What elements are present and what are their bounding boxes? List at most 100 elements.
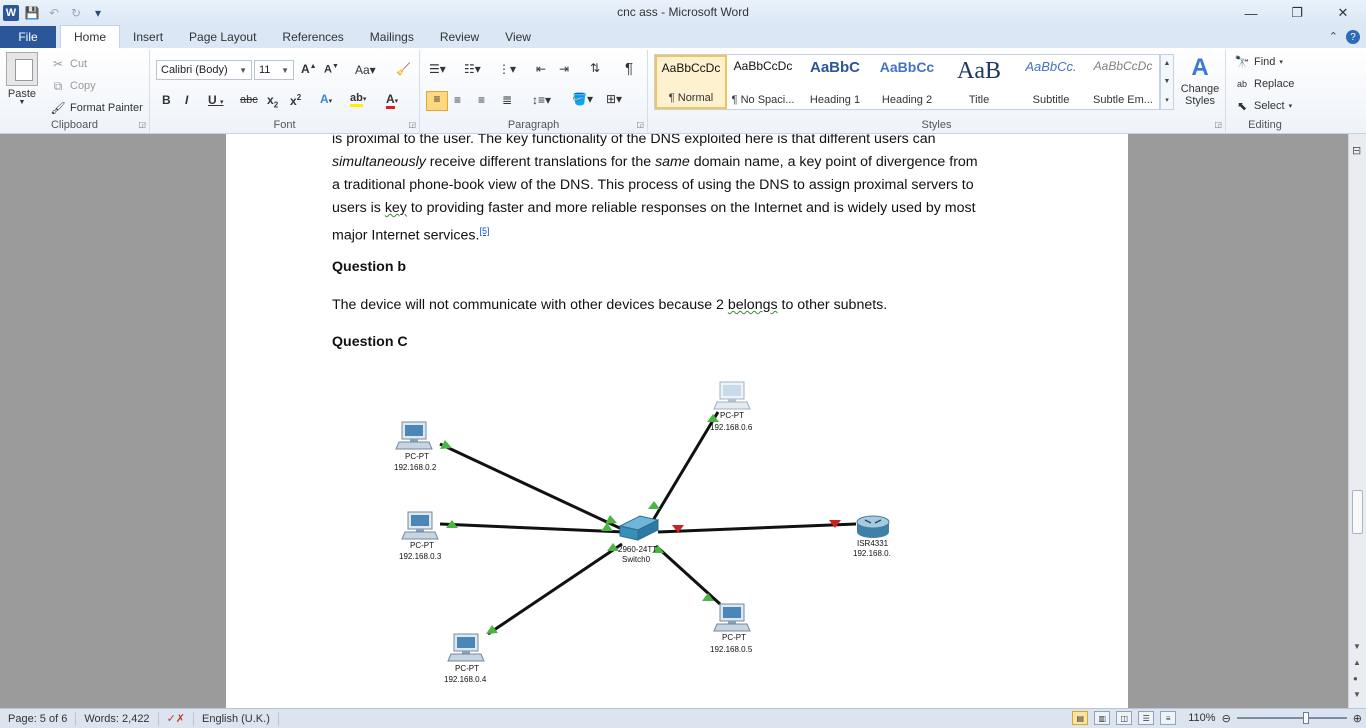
tab-file[interactable]: File [0,26,56,48]
page-count[interactable]: Page: 5 of 6 [0,711,77,726]
outline-view-icon[interactable]: ☰ [1138,711,1155,725]
clear-formatting-icon[interactable]: 🧹 [396,62,411,76]
font-size-combo[interactable]: 11▼ [254,60,294,80]
align-left-icon[interactable]: ≡ [426,91,448,111]
print-layout-view-icon[interactable]: ▤ [1072,711,1089,725]
zoom-out-icon[interactable]: ⊖ [1221,712,1231,725]
ruler-toggle-icon[interactable]: ⊟ [1352,145,1362,157]
style-subtitle[interactable]: AaBbCc. Subtitle [1025,59,1077,106]
footnote-link[interactable]: [5] [479,226,490,236]
dialog-launcher-icon[interactable]: ◲ [1214,120,1222,129]
pc-icon[interactable] [447,633,485,662]
style-no-spacing[interactable]: AaBbCcDc ¶ No Spaci... [731,59,795,106]
style-normal[interactable]: AaBbCcDc ¶ Normal [655,55,727,109]
paste-button[interactable]: Paste ▼ [6,52,38,106]
pc-icon[interactable] [713,381,751,410]
vertical-scrollbar[interactable]: ⊟ ▼ ▲ ● ▼ [1348,134,1366,708]
close-icon[interactable]: ✕ [1337,5,1349,20]
dialog-launcher-icon[interactable]: ◲ [138,120,146,129]
restore-icon[interactable]: ❐ [1291,5,1303,20]
align-right-icon[interactable]: ≡ [478,93,486,107]
font-family-combo[interactable]: Calibri (Body)▼ [156,60,252,80]
customize-qat-icon[interactable]: ▾ [94,6,102,20]
grow-font-icon[interactable]: A▲ [301,62,317,76]
undo-icon[interactable]: ↶ [48,6,60,20]
select-button[interactable]: ⬉Select▾ [1234,98,1292,114]
increase-indent-icon[interactable]: ⇥ [559,62,570,76]
pc-icon[interactable] [713,603,751,632]
tab-view[interactable]: View [505,30,531,44]
chevron-down-icon[interactable]: ▼ [1163,77,1171,85]
text-effects-icon[interactable]: A▾ [320,92,333,106]
find-button[interactable]: 🔭Find▾ [1234,55,1283,69]
style-subtle-emphasis[interactable]: AaBbCcDc Subtle Em... [1093,59,1153,106]
shading-icon[interactable]: 🪣▾ [572,92,593,106]
style-heading-1[interactable]: AaBbC Heading 1 [809,59,861,106]
word-count[interactable]: Words: 2,422 [76,711,159,726]
draft-view-icon[interactable]: ≡ [1160,711,1177,725]
redo-icon[interactable]: ↻ [70,6,82,20]
align-center-icon[interactable]: ≡ [454,93,462,107]
bullets-icon[interactable]: ☰▾ [429,62,446,76]
tab-mailings[interactable]: Mailings [369,30,414,44]
change-case-icon[interactable]: Aa▾ [355,63,376,77]
italic-icon[interactable]: I [185,93,189,107]
line-spacing-icon[interactable]: ↕≡▾ [532,93,552,107]
chevron-up-icon[interactable]: ▲ [1163,60,1171,68]
pc-icon[interactable] [395,421,433,450]
switch-icon[interactable] [618,515,660,541]
browse-object-icon[interactable]: ● [1353,674,1358,683]
subscript-icon[interactable]: x2 [267,93,279,110]
shrink-font-icon[interactable]: A▼ [324,63,339,76]
strikethrough-icon[interactable]: abc [240,94,258,106]
font-color-icon[interactable]: A▾ [386,92,398,109]
previous-page-icon[interactable]: ▲ [1353,658,1361,667]
copy-button[interactable]: ⧉Copy [50,78,96,94]
word-app-icon[interactable]: W [3,5,19,21]
style-title[interactable]: AaB Title [957,59,1001,106]
underline-icon[interactable]: U ▾ [208,93,224,107]
tab-references[interactable]: References [282,30,344,44]
minimize-ribbon-icon[interactable]: ⌃ [1328,31,1338,43]
scrollbar-thumb[interactable] [1352,490,1363,534]
highlight-icon[interactable]: ab▾ [350,92,366,107]
zoom-in-icon[interactable]: ⊕ [1352,712,1362,725]
cut-button[interactable]: ✂Cut [50,56,87,72]
next-page-icon[interactable]: ▼ [1353,690,1361,699]
full-screen-reading-icon[interactable]: ▥ [1094,711,1111,725]
proofing-icon[interactable]: ✓✗ [159,711,194,726]
language-indicator[interactable]: English (U.K.) [194,711,279,726]
multilevel-list-icon[interactable]: ⋮▾ [498,62,517,76]
superscript-icon[interactable]: x2 [290,93,302,108]
tab-home[interactable]: Home [60,25,121,48]
help-icon[interactable]: ? [1346,30,1360,44]
zoom-slider-knob[interactable] [1302,712,1309,724]
document-page[interactable]: is proximal to the user. The key functio… [226,134,1128,708]
style-heading-2[interactable]: AaBbCc Heading 2 [879,59,935,106]
web-layout-icon[interactable]: ◫ [1116,711,1133,725]
styles-gallery-scroll[interactable]: ▲ ▼ ▾ [1160,54,1174,110]
save-icon[interactable]: 💾 [24,6,40,20]
format-painter-button[interactable]: 🖌Format Painter [50,101,143,115]
scroll-down-icon[interactable]: ▼ [1353,642,1361,651]
router-icon[interactable] [856,515,890,538]
borders-icon[interactable]: ⊞▾ [606,92,623,106]
zoom-slider[interactable] [1236,712,1347,724]
minimize-icon[interactable]: — [1244,5,1258,21]
show-formatting-icon[interactable]: ¶ [625,60,634,77]
dialog-launcher-icon[interactable]: ◲ [636,120,644,129]
tab-review[interactable]: Review [439,30,480,44]
numbering-icon[interactable]: ☷▾ [464,62,481,76]
zoom-level[interactable]: 110% [1188,712,1216,724]
decrease-indent-icon[interactable]: ⇤ [536,62,547,76]
bold-icon[interactable]: B [162,93,171,107]
sort-icon[interactable]: ⇅ [590,61,601,75]
pc-icon[interactable] [401,511,439,540]
more-icon[interactable]: ▾ [1165,96,1169,104]
justify-icon[interactable]: ≣ [502,93,513,107]
tab-insert[interactable]: Insert [133,30,164,44]
dialog-launcher-icon[interactable]: ◲ [408,120,416,129]
change-styles-button[interactable]: A Change Styles [1180,54,1220,107]
tab-page-layout[interactable]: Page Layout [189,30,257,44]
